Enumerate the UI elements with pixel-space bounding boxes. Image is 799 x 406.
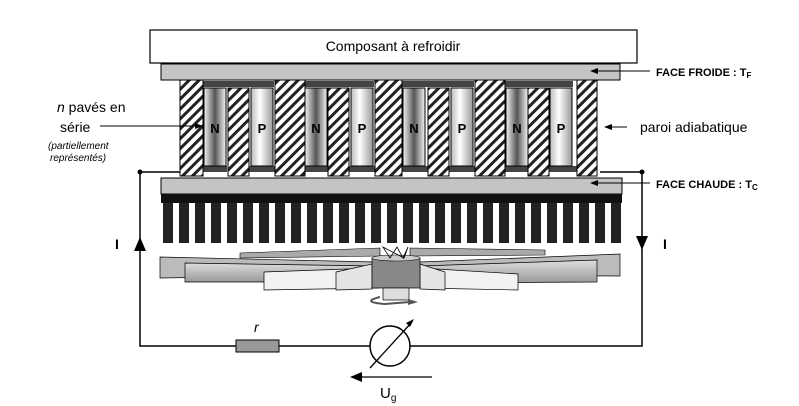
fin	[307, 203, 317, 243]
fin	[211, 203, 221, 243]
pillar-n	[505, 87, 529, 167]
fin	[227, 203, 237, 243]
cold-face-plate	[160, 63, 621, 81]
component-label: Composant à refroidir	[326, 38, 461, 54]
adiabatic-wall	[427, 87, 450, 177]
svg-text:représentés): représentés)	[50, 153, 106, 164]
fin	[451, 203, 461, 243]
fin	[403, 203, 413, 243]
hot-face-annotation: FACE CHAUDE : TC	[590, 179, 758, 192]
svg-text:FACE CHAUDE : TC: FACE CHAUDE : TC	[656, 179, 758, 192]
bottom-connector	[197, 166, 227, 172]
heatsink-base	[161, 194, 622, 203]
circuit-node-left	[137, 169, 143, 175]
fin	[595, 203, 605, 243]
fin	[611, 203, 621, 243]
fin	[435, 203, 445, 243]
bottom-connector	[549, 166, 590, 172]
fin	[275, 203, 285, 243]
fin	[339, 203, 349, 243]
voltage-label: Ug	[380, 385, 396, 404]
fin	[355, 203, 365, 243]
top-connector	[505, 81, 573, 87]
adiabatic-wall	[527, 87, 550, 177]
adiabatic-wall	[327, 87, 350, 177]
adiabatic-wall	[227, 87, 250, 177]
resistor-label: r	[254, 319, 260, 335]
pillar-label: N	[210, 121, 219, 136]
svg-text:n pavés en: n pavés en	[57, 99, 126, 115]
current-arrow-up-icon	[134, 237, 146, 251]
pillar-p	[450, 87, 474, 167]
cold-face-label: FACE FROIDE : T	[656, 67, 747, 79]
top-connector	[402, 81, 474, 87]
pavers-annotation: n pavés en série (partiellement représen…	[48, 99, 203, 164]
pillar-label: P	[557, 121, 566, 136]
pillar-label: N	[512, 121, 521, 136]
svg-text:série: série	[60, 119, 91, 135]
fin	[259, 203, 269, 243]
wall-label: paroi adiabatique	[640, 119, 748, 135]
circuit-node-right	[639, 169, 645, 175]
resistor	[235, 339, 280, 353]
top-connector	[203, 81, 274, 87]
fan	[159, 245, 621, 306]
adiabatic-wall	[374, 79, 403, 177]
pillar-n	[304, 87, 328, 167]
fin	[163, 203, 173, 243]
fin	[291, 203, 301, 243]
pillar-label: P	[358, 121, 367, 136]
fin	[467, 203, 477, 243]
adiabatic-wall	[179, 79, 204, 177]
top-connector	[304, 81, 374, 87]
fin	[563, 203, 573, 243]
fin	[179, 203, 189, 243]
wall-annotation: paroi adiabatique	[604, 119, 748, 135]
hot-face-label: FACE CHAUDE : T	[656, 179, 752, 191]
heatsink-fins	[163, 203, 621, 243]
svg-text:(partiellement: (partiellement	[48, 141, 110, 152]
adiabatic-wall	[474, 79, 506, 177]
fin	[371, 203, 381, 243]
fin	[243, 203, 253, 243]
pillar-p	[350, 87, 374, 167]
pillar-label: P	[258, 121, 267, 136]
fin	[195, 203, 205, 243]
current-label-right: I	[663, 236, 667, 252]
fin	[515, 203, 525, 243]
pillar-n	[402, 87, 426, 167]
fin	[323, 203, 333, 243]
fin	[483, 203, 493, 243]
fin	[547, 203, 557, 243]
svg-text:FACE FROIDE : TF: FACE FROIDE : TF	[656, 67, 751, 80]
fin	[579, 203, 589, 243]
pillar-p	[549, 87, 573, 167]
pillar-label: N	[409, 121, 418, 136]
hot-face-plate	[160, 177, 623, 195]
component-to-cool: Composant à refroidir	[149, 29, 638, 64]
fin	[419, 203, 429, 243]
fin	[387, 203, 397, 243]
voltage-arrow-icon	[350, 372, 432, 382]
fin	[531, 203, 541, 243]
adiabatic-wall	[576, 79, 598, 177]
variable-generator-icon	[369, 319, 414, 369]
current-label-left: I	[115, 236, 119, 252]
pillar-n	[203, 87, 227, 167]
current-arrow-down-icon	[636, 236, 648, 250]
cold-face-annotation: FACE FROIDE : TF	[590, 67, 751, 80]
electric-circuit	[139, 171, 643, 347]
pillar-label: P	[458, 121, 467, 136]
fin	[499, 203, 509, 243]
pillar-label: N	[311, 121, 320, 136]
adiabatic-wall	[274, 79, 306, 177]
pillar-p	[250, 87, 274, 167]
